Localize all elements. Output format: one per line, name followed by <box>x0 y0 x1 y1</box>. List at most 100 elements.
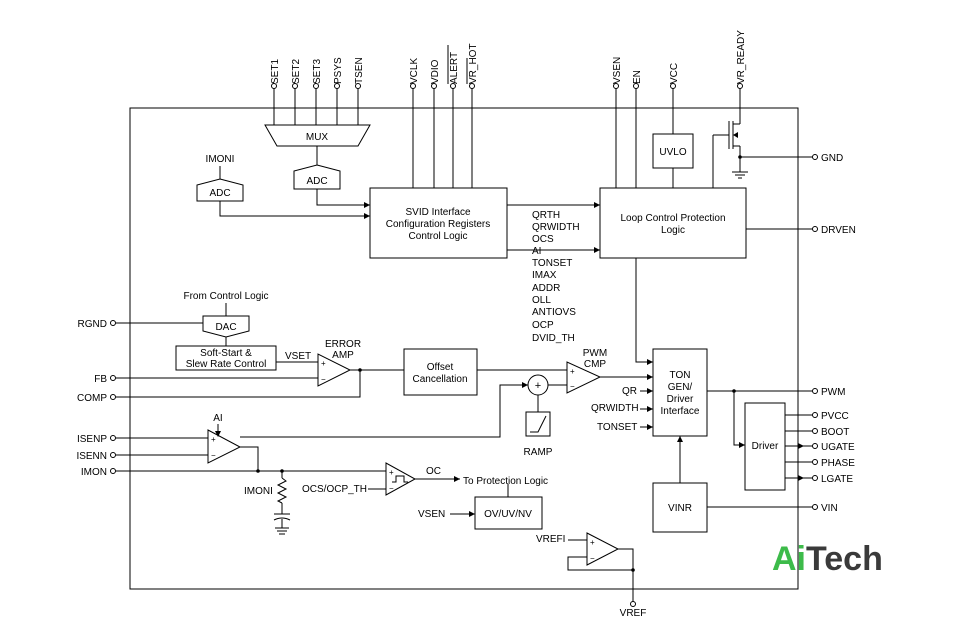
svg-text:LGATE: LGATE <box>821 474 853 485</box>
svg-text:Driver: Driver <box>752 441 779 452</box>
vref-buffer: + − VREFI <box>536 532 635 606</box>
svg-text:Driver: Driver <box>667 394 694 405</box>
svg-text:GEN/: GEN/ <box>668 382 693 393</box>
svg-text:IMONI: IMONI <box>244 486 273 497</box>
pin-boot: BOOT <box>812 427 849 438</box>
uvlo-block: UVLO <box>652 133 694 169</box>
svg-text:Cancellation: Cancellation <box>412 374 467 385</box>
svg-text:+: + <box>389 468 394 477</box>
svg-text:PSYS: PSYS <box>333 57 344 84</box>
driver-block: Driver <box>744 402 812 491</box>
pin-en: EN <box>632 70 643 89</box>
oc-comparator: + − OCS/OCP_TH OC To Protection Logic <box>302 462 548 496</box>
svg-text:Loop Control Protection: Loop Control Protection <box>620 213 725 224</box>
svg-text:VSET: VSET <box>285 351 311 362</box>
svg-text:VR_HOT: VR_HOT <box>468 43 479 84</box>
svg-text:COMP: COMP <box>77 393 107 404</box>
imoni-rc: IMONI <box>244 471 291 535</box>
svg-text:SET2: SET2 <box>291 59 302 84</box>
svg-text:−: − <box>590 554 595 563</box>
loop-control-block: Loop Control Protection Logic <box>599 187 812 365</box>
svg-text:BOOT: BOOT <box>821 427 849 438</box>
svg-text:To Protection Logic: To Protection Logic <box>463 476 548 487</box>
svg-text:VR_READY: VR_READY <box>736 30 747 84</box>
svg-text:+: + <box>570 367 575 376</box>
svg-text:OCP: OCP <box>532 320 554 331</box>
svg-text:Interface: Interface <box>661 406 700 417</box>
svg-text:PHASE: PHASE <box>821 458 855 469</box>
pin-drven: DRVEN <box>812 225 856 236</box>
pin-ugate: UGATE <box>812 442 855 453</box>
svg-text:ADDR: ADDR <box>532 283 560 294</box>
mux-block: MUX <box>264 124 371 165</box>
pin-phase: PHASE <box>812 458 855 469</box>
svg-text:From Control Logic: From Control Logic <box>183 291 268 302</box>
left-pins: RGND FB COMP ISENP ISENN IMON <box>76 319 116 478</box>
pin-fb: FB <box>94 374 116 385</box>
svg-text:SET1: SET1 <box>270 59 281 84</box>
svg-text:QRWIDTH: QRWIDTH <box>532 222 580 233</box>
svg-text:VREF: VREF <box>620 608 647 617</box>
pin-vr-ready: VR_READY <box>736 30 747 89</box>
pin-psys: PSYS <box>333 57 344 89</box>
svg-text:ISENP: ISENP <box>77 434 107 445</box>
svg-text:VREFI: VREFI <box>536 534 565 545</box>
svg-text:−: − <box>389 484 394 493</box>
pin-set2: SET2 <box>291 59 302 89</box>
svg-text:DRVEN: DRVEN <box>821 225 856 236</box>
svg-text:SET3: SET3 <box>312 59 323 84</box>
adc-mux: ADC <box>293 164 370 208</box>
svg-text:VSEN: VSEN <box>418 509 445 520</box>
svg-text:+: + <box>211 435 216 444</box>
svg-text:−: − <box>570 382 575 391</box>
pin-alert: ALERT <box>447 45 460 89</box>
pin-vclk: VCLK <box>409 58 420 89</box>
svg-text:Soft-Start &: Soft-Start & <box>200 348 252 359</box>
svg-text:Slew Rate Control: Slew Rate Control <box>186 359 267 370</box>
svg-text:ALERT: ALERT <box>449 52 460 84</box>
pin-vref: VREF <box>620 601 647 617</box>
error-amp: + − ERROR AMP <box>116 339 404 398</box>
svg-text:AI: AI <box>213 413 222 424</box>
svg-text:RAMP: RAMP <box>524 447 553 458</box>
svg-text:VSEN: VSEN <box>612 57 623 84</box>
pin-imon: IMON <box>81 467 116 478</box>
svg-text:ADC: ADC <box>306 176 327 187</box>
svg-text:UVLO: UVLO <box>659 147 686 158</box>
ton-gen-block: TON GEN/ Driver Interface QR QRWIDTH TON… <box>591 348 812 448</box>
svg-text:MUX: MUX <box>306 132 329 143</box>
svg-text:−: − <box>211 451 216 460</box>
right-pins: GND DRVEN PWM PVCC BOOT UGATE PHASE LGAT… <box>812 153 856 514</box>
svg-text:PVCC: PVCC <box>821 411 849 422</box>
svg-text:DVID_TH: DVID_TH <box>532 333 575 344</box>
svg-text:OV/UV/NV: OV/UV/NV <box>484 509 532 520</box>
pin-gnd: GND <box>812 153 843 164</box>
svg-text:+: + <box>590 538 595 547</box>
svg-text:AiTech: AiTech <box>772 540 883 578</box>
svid-signals: QRTH QRWIDTH OCS AI TONSET IMAX ADDR OLL… <box>507 202 600 344</box>
svg-text:FB: FB <box>94 374 107 385</box>
svg-text:+: + <box>535 380 541 392</box>
pin-vdio: VDIO <box>430 59 441 89</box>
svg-text:ANTIOVS: ANTIOVS <box>532 307 576 318</box>
svg-text:TONSET: TONSET <box>532 258 572 269</box>
top-pin-wires <box>273 88 812 188</box>
svg-text:ERROR: ERROR <box>325 339 361 350</box>
pin-isenp: ISENP <box>77 434 116 445</box>
current-sense-amp: + − AI <box>116 413 386 473</box>
svg-text:Configuration Registers: Configuration Registers <box>386 219 491 230</box>
svg-text:PWM: PWM <box>821 387 845 398</box>
pin-pvcc: PVCC <box>812 411 849 422</box>
svg-text:IMON: IMON <box>81 467 107 478</box>
svg-text:GND: GND <box>821 153 843 164</box>
svg-text:OCS: OCS <box>532 234 554 245</box>
pin-lgate: LGATE <box>812 474 853 485</box>
svg-text:QRTH: QRTH <box>532 210 560 221</box>
svg-text:VDIO: VDIO <box>430 59 441 84</box>
pin-vcc: VCC <box>669 63 680 89</box>
pin-comp: COMP <box>77 393 116 404</box>
pin-set1: SET1 <box>270 59 281 89</box>
dac-section: From Control Logic DAC Soft-Start & Slew… <box>116 291 318 371</box>
pin-tsen: TSEN <box>354 57 365 89</box>
